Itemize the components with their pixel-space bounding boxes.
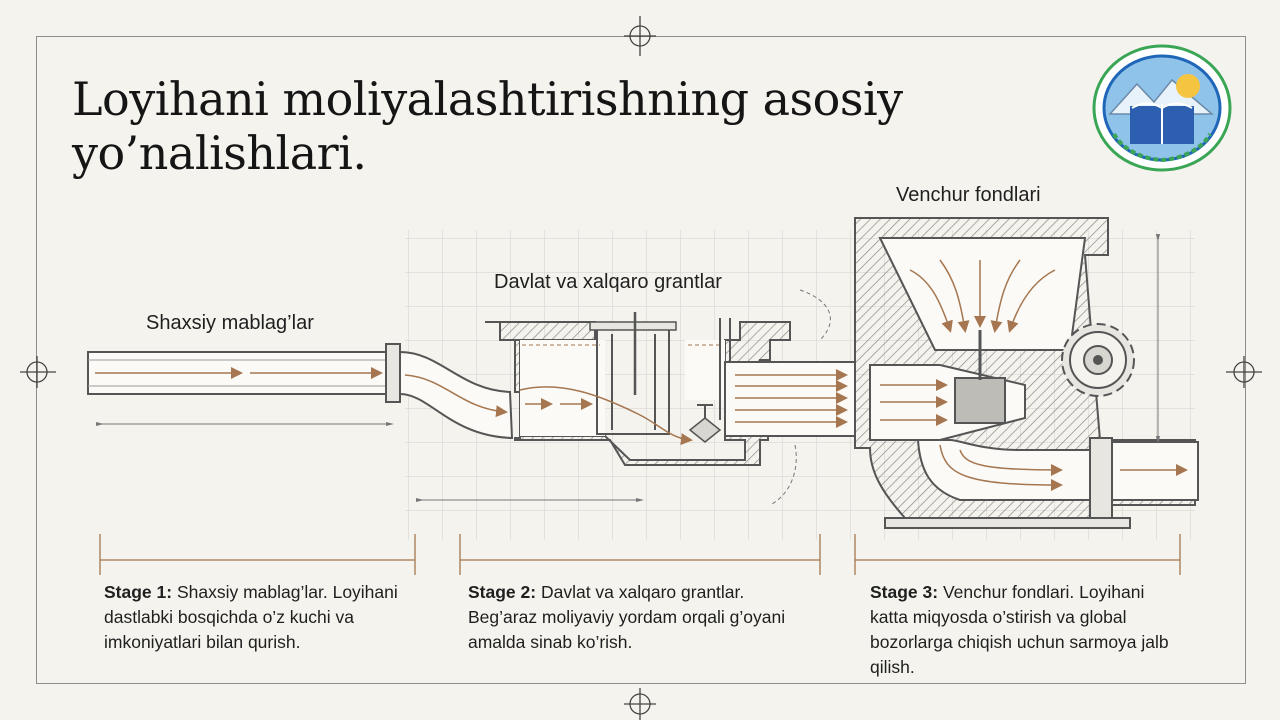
crosshair-right-icon: [1226, 356, 1262, 388]
university-emblem-icon: [1092, 44, 1232, 172]
stage-3-heading: Stage 3:: [870, 582, 939, 602]
crosshair-left-icon: [20, 356, 56, 388]
label-personal-funds: Shaxsiy mablag’lar: [146, 312, 314, 334]
stage2-valve-tank: [416, 289, 856, 506]
page-title: Loyihani moliyalashtirishning asosiy yo’…: [72, 72, 903, 180]
stage1-pipe: [87, 343, 514, 440]
label-venture-funds: Venchur fondlari: [896, 184, 1041, 206]
stage3-turbine-funnel: [854, 217, 1199, 529]
stage-3-text: Venchur fondlari. Loyihani katta miqyosd…: [870, 582, 1169, 677]
stage-1-caption: Stage 1: Shaxsiy mablag’lar. Loyihani da…: [104, 580, 404, 655]
stage-dimension-lines: [99, 534, 1181, 575]
crosshair-bottom-icon: [624, 688, 656, 720]
stage-1-heading: Stage 1:: [104, 582, 173, 602]
label-grants: Davlat va xalqaro grantlar: [494, 271, 722, 293]
crosshair-top-icon: [624, 16, 656, 56]
gear-icon: [1061, 323, 1135, 397]
stage-1-text: Shaxsiy mablag’lar. Loyihani dastlabki b…: [104, 582, 398, 652]
stage-2-caption: Stage 2: Davlat va xalqaro grantlar. Beg…: [468, 580, 808, 655]
stage-3-caption: Stage 3: Venchur fondlari. Loyihani katt…: [870, 580, 1180, 680]
stage-2-text: Davlat va xalqaro grantlar. Beg’araz mol…: [468, 582, 786, 652]
stage-2-heading: Stage 2:: [468, 582, 537, 602]
crosshair-markers: [20, 16, 1262, 720]
